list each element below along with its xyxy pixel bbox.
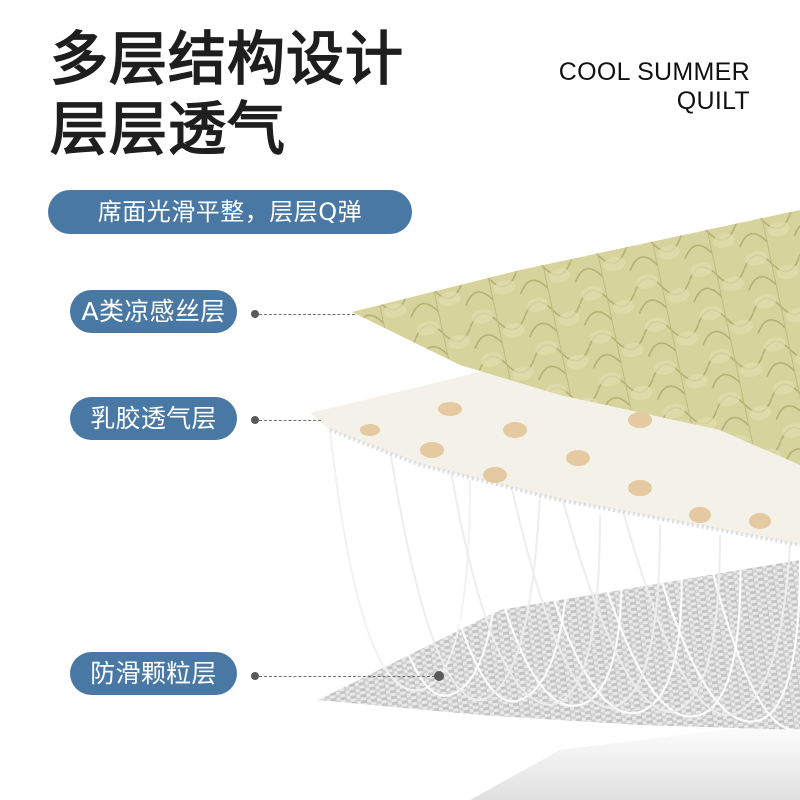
quilted-fabric-layer [352, 210, 800, 465]
layer-label-cool-silk: A类凉感丝层 [70, 290, 237, 333]
callout-leader-line [259, 676, 435, 677]
layer-label-anti-slip: 防滑颗粒层 [70, 652, 237, 695]
layer-label-latex: 乳胶透气层 [70, 397, 237, 440]
headline-line-2: 层层透气 [50, 95, 287, 163]
english-title-line-2: QUILT [676, 87, 750, 115]
callout-leader-line [259, 420, 321, 421]
callout-dot [251, 672, 259, 680]
callout-leader-line [259, 314, 355, 315]
callout-end-dot [434, 671, 444, 681]
spacer-yarn-fibers [328, 429, 800, 732]
feature-banner: 席面光滑平整，层层Q弹 [48, 190, 412, 234]
english-title-line-1: COOL SUMMER [558, 58, 750, 86]
callout-dot [251, 416, 259, 424]
english-title: COOL SUMMER QUILT [559, 58, 750, 116]
headline-line-1: 多层结构设计 [50, 25, 405, 93]
callout-dot [251, 310, 259, 318]
floor-shadow [470, 720, 800, 800]
